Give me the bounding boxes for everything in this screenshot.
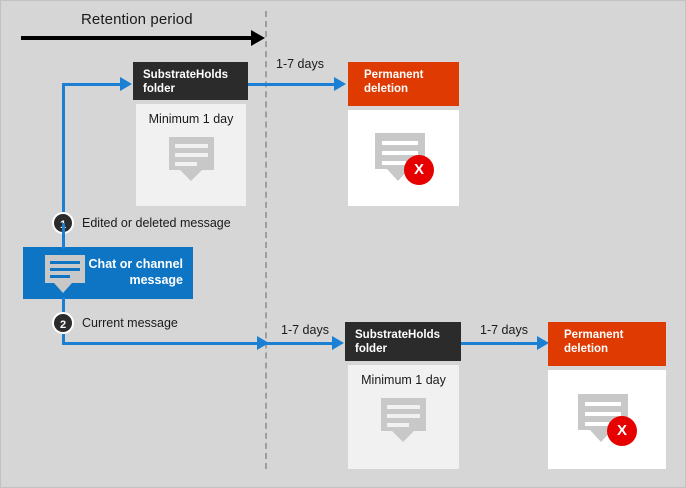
retention-period-title: Retention period: [81, 11, 193, 28]
connector-chatbox-top: [62, 223, 65, 249]
message-icon: [381, 398, 426, 442]
bottom-substrateholds-header-line1: SubstrateHolds: [355, 329, 440, 341]
bottom-permanent-deletion-card: Permanent deletion X: [548, 322, 666, 469]
connector-step1-arrowhead: [120, 77, 132, 91]
connector-step2-vertical: [62, 334, 65, 344]
retention-period-arrow-line: [21, 36, 255, 40]
top-deletion-arrowhead: [334, 77, 346, 91]
bottom-deletion-arrow-line: [461, 342, 537, 345]
connector-step2-mid-arrowhead: [257, 336, 269, 350]
deletion-x-badge: X: [607, 416, 637, 446]
bottom-substrateholds-card: SubstrateHolds folder Minimum 1 day: [345, 322, 461, 469]
step-marker-2: 2: [52, 312, 74, 334]
bottom-permanent-deletion-header-line1: Permanent: [564, 329, 624, 341]
message-deleted-icon: [375, 133, 425, 181]
message-icon: [169, 137, 214, 181]
top-substrateholds-header-line2: folder: [143, 82, 175, 95]
bottom-substrateholds-body: Minimum 1 day: [348, 365, 459, 469]
chat-or-channel-message-label: Chat or channel message: [88, 257, 183, 287]
top-substrateholds-header: SubstrateHolds folder: [133, 62, 248, 100]
bottom-duration-label-2: 1-7 days: [480, 323, 528, 337]
bottom-permanent-deletion-body: X: [548, 370, 666, 469]
top-permanent-deletion-header-line2: deletion: [364, 82, 409, 95]
top-substrateholds-header-line1: SubstrateHolds: [143, 69, 228, 81]
connector-step2-horizontal: [62, 342, 332, 345]
retention-period-arrow-head: [251, 30, 265, 46]
top-substrateholds-body: Minimum 1 day: [136, 104, 246, 206]
top-substrateholds-card: SubstrateHolds folder Minimum 1 day: [133, 62, 248, 206]
bottom-duration-label-1: 1-7 days: [281, 323, 329, 337]
top-deletion-arrow-line: [248, 83, 334, 86]
chat-or-channel-message-box: Chat or channel message: [23, 247, 193, 299]
deletion-x-badge: X: [404, 155, 434, 185]
bottom-permanent-deletion-header-line2: deletion: [564, 342, 609, 355]
top-permanent-deletion-header-line1: Permanent: [364, 69, 424, 81]
bottom-deletion-arrowhead: [537, 336, 549, 350]
bottom-substrateholds-header: SubstrateHolds folder: [345, 322, 461, 361]
connector-step1-horizontal: [62, 83, 120, 86]
step-label-1: Edited or deleted message: [82, 216, 231, 230]
step-label-2: Current message: [82, 316, 178, 330]
message-deleted-icon: [578, 394, 628, 442]
top-permanent-deletion-card: Permanent deletion X: [348, 62, 459, 206]
bottom-substrateholds-header-line2: folder: [355, 342, 387, 355]
bottom-substrateholds-body-title: Minimum 1 day: [361, 373, 446, 387]
top-substrateholds-body-title: Minimum 1 day: [148, 112, 234, 126]
message-icon: [45, 255, 85, 293]
bottom-permanent-deletion-header: Permanent deletion: [548, 322, 666, 366]
connector-step1-vertical: [62, 83, 65, 223]
top-permanent-deletion-body: X: [348, 110, 459, 206]
connector-step2-arrowhead: [332, 336, 344, 350]
retention-boundary-divider: [265, 11, 267, 469]
connector-chatbox-bottom: [62, 297, 65, 323]
top-duration-label: 1-7 days: [276, 57, 324, 71]
top-permanent-deletion-header: Permanent deletion: [348, 62, 459, 106]
